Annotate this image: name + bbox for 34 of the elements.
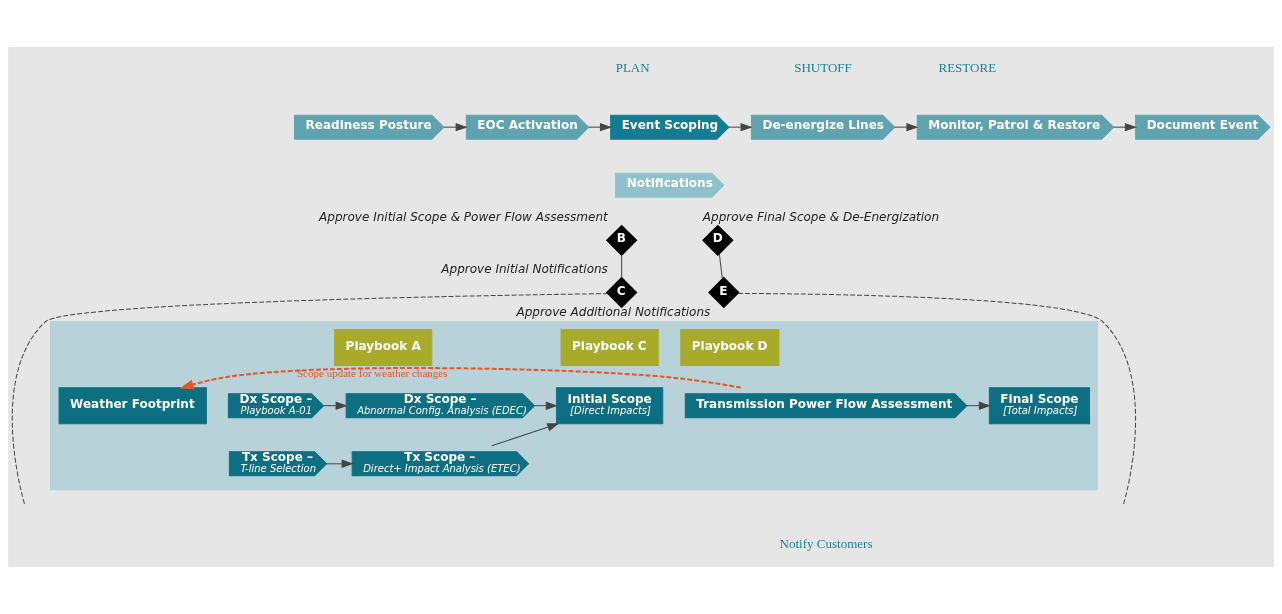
node-diamond: D (702, 224, 734, 256)
connector (11, 293, 609, 505)
label: SHUTOFF (794, 60, 852, 76)
label: Notify Customers (779, 536, 873, 552)
arrow (491, 423, 559, 447)
node-box: Playbook C (560, 329, 659, 367)
node-diamond: B (606, 224, 638, 256)
node-diamond: C (606, 276, 638, 308)
arrow (323, 401, 347, 410)
connector (718, 253, 723, 280)
node-box: Final Scope [Total Impacts] (988, 387, 1091, 425)
cluster (50, 321, 1099, 491)
arrow (728, 123, 752, 132)
node-box: Initial Scope [Direct Impacts] (556, 387, 664, 425)
arrow (443, 123, 467, 132)
node-diamond: E (708, 276, 740, 308)
connector (737, 292, 1136, 505)
node-box: Playbook A (334, 329, 433, 367)
node-box: Weather Footprint (58, 387, 207, 425)
label: PLAN (615, 60, 650, 76)
node-label: Approve Additional Notifications (516, 305, 711, 320)
node-box: Playbook D (680, 329, 780, 367)
arrow (534, 401, 557, 410)
node-label: Approve Final Scope & De-Energization (702, 209, 940, 224)
arrow (966, 401, 990, 410)
arrow (179, 367, 742, 390)
label: RESTORE (938, 60, 997, 76)
node-label: Approve Initial Scope & Power Flow Assessment (319, 209, 608, 224)
arrow (1113, 123, 1136, 132)
arrow (588, 123, 611, 132)
node-label: Approve Initial Notifications (441, 262, 608, 277)
arrow (894, 123, 918, 132)
connector (621, 255, 623, 278)
arrow (326, 459, 353, 468)
